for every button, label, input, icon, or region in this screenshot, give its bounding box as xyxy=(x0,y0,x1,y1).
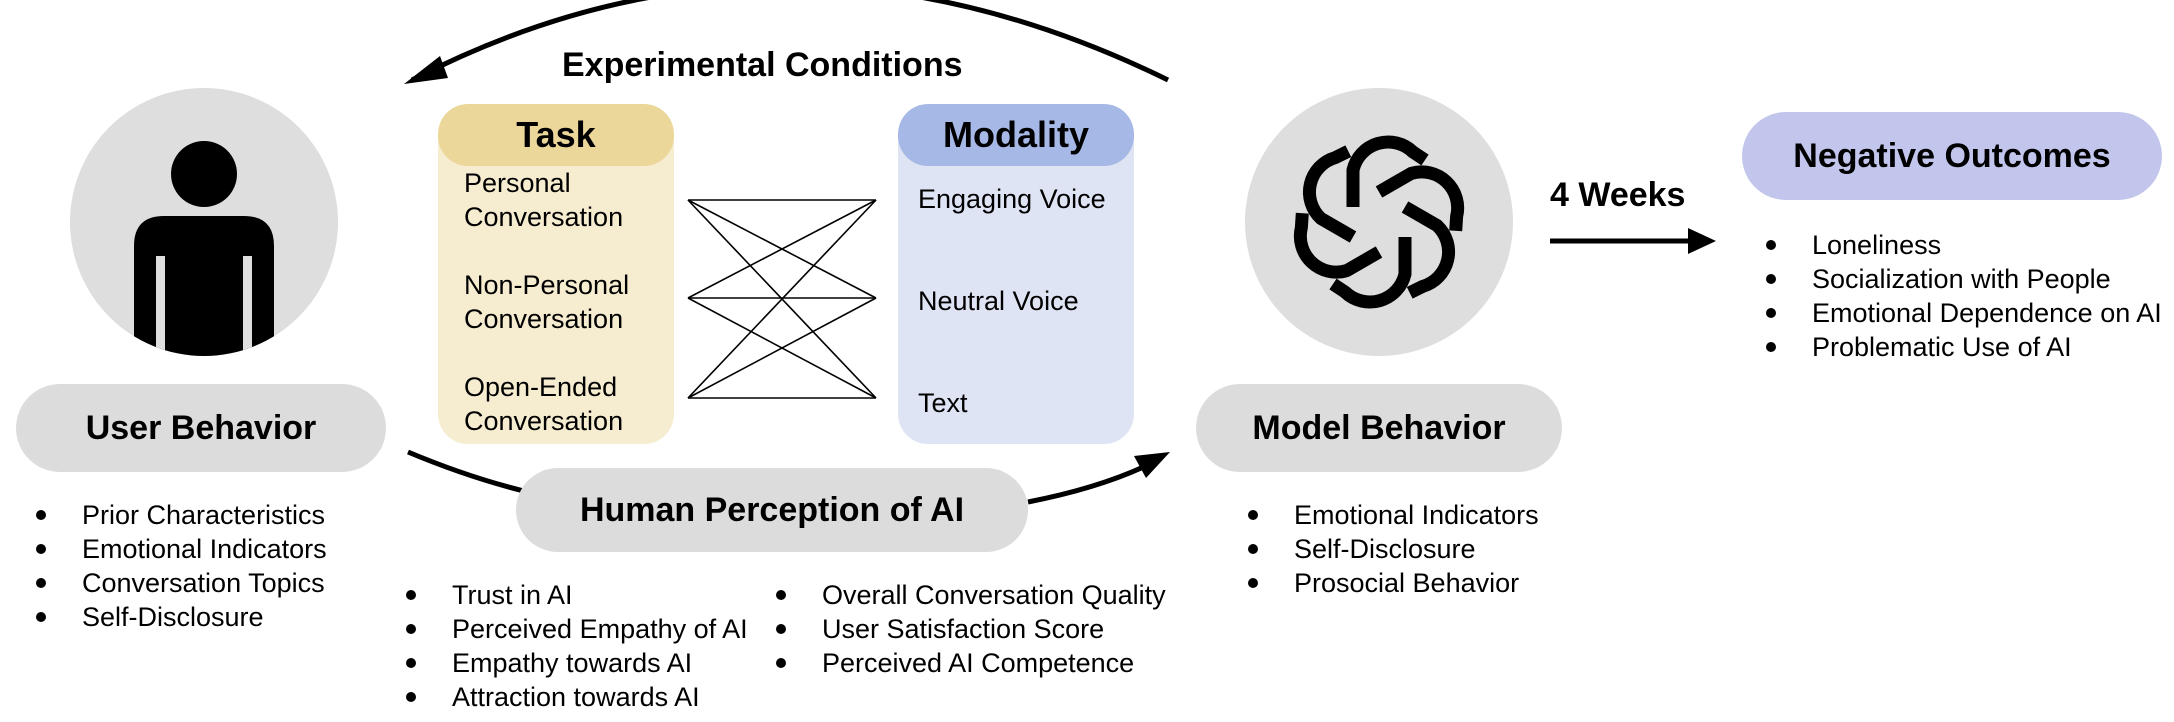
list-item: Emotional Indicators xyxy=(34,532,327,566)
modality-header: Modality xyxy=(898,104,1134,166)
human-perception-pill: Human Perception of AI xyxy=(516,468,1028,552)
user-avatar xyxy=(70,88,338,356)
top-curved-arrow xyxy=(410,0,1170,83)
list-item: Self-Disclosure xyxy=(34,600,327,634)
model-avatar xyxy=(1245,88,1513,356)
duration-label: 4 Weeks xyxy=(1550,176,1686,214)
bottom-arrow-head xyxy=(1134,452,1170,478)
list-item: Empathy towards AI xyxy=(404,646,748,680)
list-item: Problematic Use of AI xyxy=(1764,330,2162,364)
list-item: Prosocial Behavior xyxy=(1246,566,1539,600)
list-item: Emotional Dependence on AI xyxy=(1764,296,2162,330)
user-behavior-pill: User Behavior xyxy=(16,384,386,472)
list-item: Self-Disclosure xyxy=(1246,532,1539,566)
list-item: Loneliness xyxy=(1764,228,2162,262)
list-item: Prior Characteristics xyxy=(34,498,327,532)
experimental-conditions-title: Experimental Conditions xyxy=(562,46,963,84)
top-arrow-head xyxy=(404,56,448,84)
ai-logo-icon xyxy=(1293,135,1465,309)
negative-outcomes-pill: Negative Outcomes xyxy=(1742,112,2162,200)
task-header: Task xyxy=(438,104,674,166)
perception-list-left: Trust in AI Perceived Empathy of AI Empa… xyxy=(404,578,748,714)
user-behavior-list: Prior Characteristics Emotional Indicato… xyxy=(34,498,327,634)
list-item: Overall Conversation Quality xyxy=(774,578,1166,612)
list-item: Conversation Topics xyxy=(34,566,327,600)
modality-panel: Modality Engaging Voice Neutral Voice Te… xyxy=(898,104,1134,444)
perception-list-right: Overall Conversation Quality User Satisf… xyxy=(774,578,1166,680)
list-item: Trust in AI xyxy=(404,578,748,612)
list-item: Emotional Indicators xyxy=(1246,498,1539,532)
modality-item-text: Text xyxy=(918,388,968,418)
model-behavior-list: Emotional Indicators Self-Disclosure Pro… xyxy=(1246,498,1539,600)
weeks-arrow-head xyxy=(1688,228,1716,254)
list-item: Perceived AI Competence xyxy=(774,646,1166,680)
list-item: Socialization with People xyxy=(1764,262,2162,296)
modality-item-engaging: Engaging Voice xyxy=(918,184,1106,214)
task-modality-links xyxy=(687,199,877,399)
list-item: Attraction towards AI xyxy=(404,680,748,714)
list-item: Perceived Empathy of AI xyxy=(404,612,748,646)
bottom-left-curve xyxy=(407,449,529,495)
modality-item-neutral: Neutral Voice xyxy=(918,286,1079,316)
list-item: User Satisfaction Score xyxy=(774,612,1166,646)
person-icon xyxy=(134,141,274,356)
model-behavior-pill: Model Behavior xyxy=(1196,384,1562,472)
bottom-right-curve xyxy=(1027,461,1152,505)
negative-outcomes-list: Loneliness Socialization with People Emo… xyxy=(1764,228,2162,364)
